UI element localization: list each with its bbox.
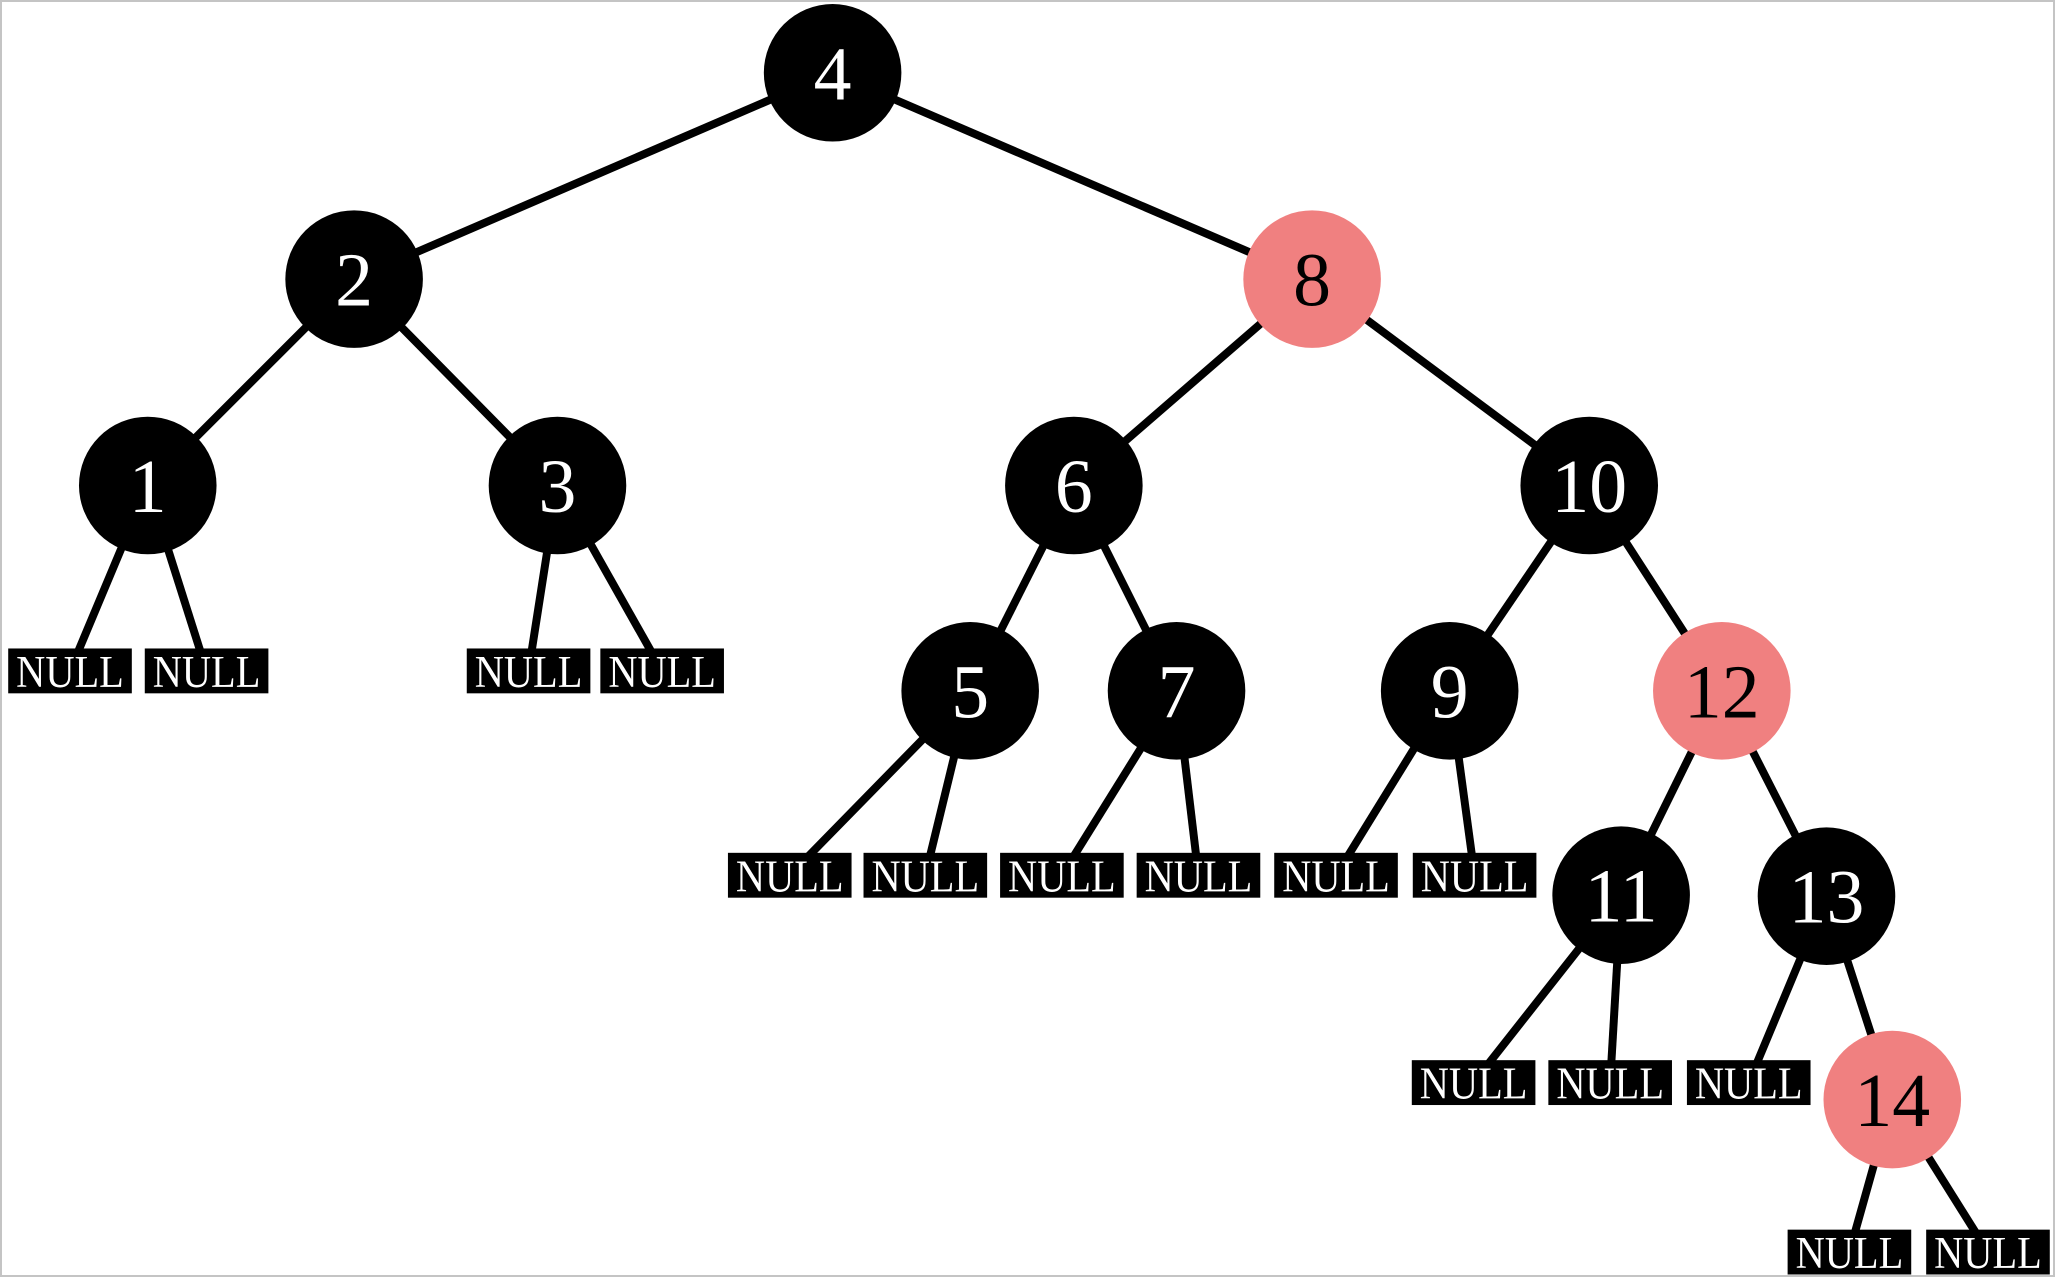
node-circle-red: [1243, 210, 1381, 348]
node-value: 5: [951, 650, 989, 734]
node-circle-red: [1653, 622, 1791, 760]
null-label: NULL: [608, 646, 716, 697]
node-circle-black: [1005, 416, 1143, 555]
null-label: NULL: [1796, 1227, 1904, 1275]
node-value: 6: [1055, 445, 1093, 529]
null-label: NULL: [1420, 1058, 1528, 1109]
null-box: [863, 852, 988, 898]
node-circle-black: [1107, 622, 1246, 760]
null-leaf-1L: NULL: [8, 646, 132, 697]
null-leaf-3L: NULL: [466, 646, 591, 697]
null-leaf-3R: NULL: [600, 646, 724, 697]
edge-4-8: [831, 69, 1314, 283]
null-label: NULL: [1145, 850, 1253, 901]
null-label: NULL: [475, 646, 583, 697]
null-box: [1548, 1060, 1672, 1106]
node-circle-black: [488, 416, 627, 555]
null-label: NULL: [16, 646, 124, 697]
node-value: 14: [1854, 1059, 1930, 1143]
null-leaf-5R: NULL: [863, 850, 988, 901]
node-value: 1: [129, 445, 167, 529]
node-value: 4: [814, 32, 852, 116]
node-value: 8: [1293, 239, 1331, 323]
null-leaf-11R: NULL: [1548, 1058, 1672, 1109]
node-value: 3: [539, 445, 577, 529]
node-value: 12: [1684, 650, 1760, 734]
node-value: 7: [1158, 650, 1196, 734]
null-box: [1412, 852, 1537, 898]
null-label: NULL: [736, 850, 844, 901]
tree-node-5: 5: [901, 622, 1039, 760]
node-circle-black: [1520, 416, 1659, 555]
null-label: NULL: [153, 646, 261, 697]
tree-node-8: 8: [1243, 210, 1381, 348]
tree-node-11: 11: [1552, 826, 1690, 964]
tree-node-13: 13: [1757, 827, 1896, 965]
null-label: NULL: [1282, 850, 1390, 901]
node-circle-black: [1757, 827, 1896, 965]
null-leaf-11L: NULL: [1411, 1058, 1536, 1109]
null-leaf-13L: NULL: [1686, 1058, 1811, 1109]
null-box: [144, 648, 269, 694]
null-box: [1274, 852, 1398, 898]
null-label: NULL: [1934, 1227, 2042, 1275]
tree-node-9: 9: [1380, 622, 1519, 760]
null-box: [727, 852, 852, 898]
null-leaf-1R: NULL: [144, 646, 269, 697]
null-leaf-7R: NULL: [1136, 850, 1261, 901]
null-label: NULL: [1008, 850, 1116, 901]
node-circle-red: [1823, 1030, 1962, 1169]
null-leaf-5L: NULL: [727, 850, 852, 901]
null-leaf-9R: NULL: [1412, 850, 1537, 901]
tree-node-12: 12: [1653, 622, 1791, 760]
node-value: 2: [335, 239, 373, 323]
null-box: [1000, 852, 1124, 898]
null-leaf-14R: NULL: [1926, 1227, 2050, 1275]
node-value: 9: [1431, 650, 1469, 734]
null-box: [1136, 852, 1261, 898]
tree-node-7: 7: [1107, 622, 1246, 760]
null-label: NULL: [1695, 1058, 1803, 1109]
tree-node-14: 14: [1823, 1030, 1962, 1169]
edge-4-2: [352, 69, 835, 283]
null-box: [466, 648, 591, 694]
null-box: [1411, 1060, 1536, 1106]
tree-node-3: 3: [488, 416, 627, 555]
node-circle-black: [1380, 622, 1519, 760]
node-value: 11: [1585, 855, 1658, 939]
tree-node-10: 10: [1520, 416, 1659, 555]
null-box: [8, 648, 132, 694]
null-leaf-7L: NULL: [1000, 850, 1124, 901]
node-circle-black: [285, 210, 423, 348]
node-circle-black: [763, 3, 902, 142]
node-circle-black: [901, 622, 1039, 760]
null-box: [600, 648, 724, 694]
null-label: NULL: [871, 850, 979, 901]
node-circle-black: [78, 416, 217, 555]
null-label: NULL: [1421, 850, 1529, 901]
null-box: [1926, 1229, 2050, 1275]
null-box: [1787, 1229, 1912, 1275]
tree-node-4: 4: [763, 3, 902, 142]
tree-node-2: 2: [285, 210, 423, 348]
node-circle-black: [1552, 826, 1690, 964]
tree-node-6: 6: [1005, 416, 1143, 555]
null-leaf-14L: NULL: [1787, 1227, 1912, 1275]
node-value: 13: [1789, 856, 1865, 940]
node-value: 10: [1551, 445, 1627, 529]
tree-node-1: 1: [78, 416, 217, 555]
null-box: [1686, 1060, 1811, 1106]
null-label: NULL: [1556, 1058, 1664, 1109]
null-leaf-9L: NULL: [1274, 850, 1398, 901]
